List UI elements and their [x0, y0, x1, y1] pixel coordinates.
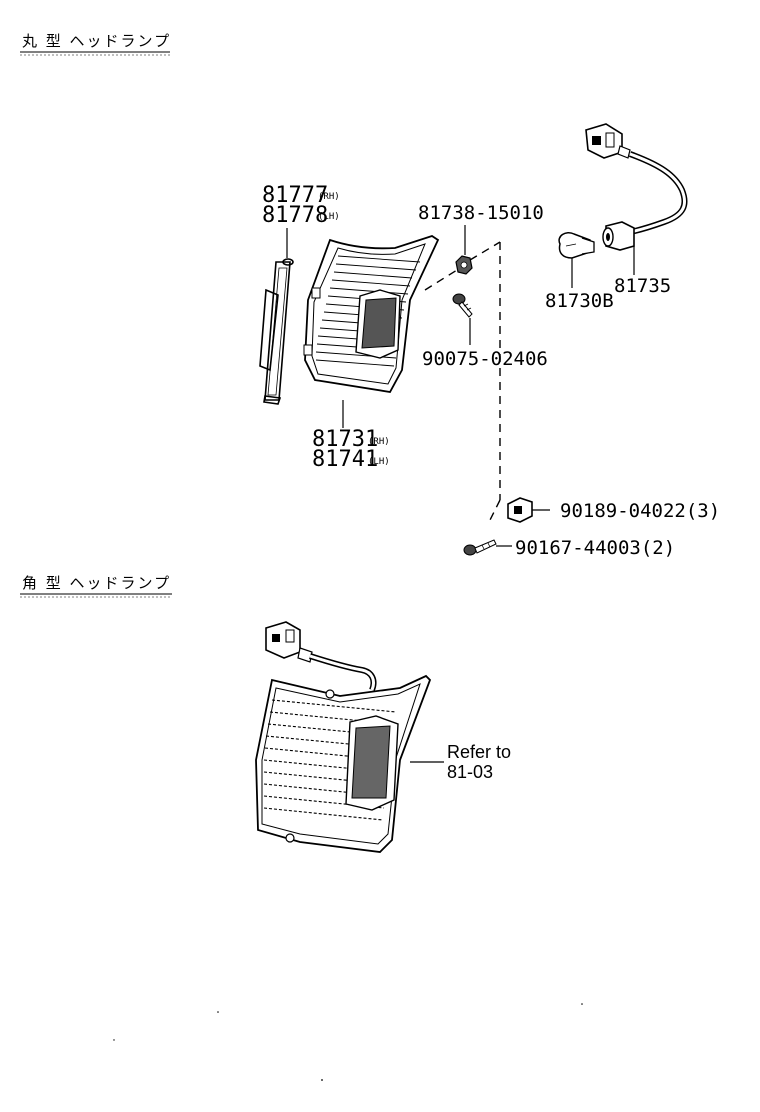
clearance-lamp-lens-drawing	[303, 235, 440, 393]
part-81735-label: 81735	[614, 275, 671, 297]
part-81730B-label: 81730B	[545, 290, 614, 312]
round-headlamp-heading: 丸 型 ヘッドランプ	[22, 32, 171, 50]
square-headlamp-heading: 角 型 ヘッドランプ	[22, 574, 171, 592]
part-81731-suffix: (RH)	[368, 437, 390, 447]
part-81741-label: 81741	[312, 447, 378, 472]
part-90075-label: 90075-02406	[422, 348, 548, 370]
gasket-drawing	[259, 258, 294, 405]
refer-to-label: Refer to	[447, 742, 511, 762]
screw-drawing	[452, 293, 473, 318]
part-81778-suffix: (LH)	[318, 212, 340, 222]
socket-wire-drawing	[585, 123, 688, 251]
part-81741-suffix: (LH)	[368, 457, 390, 467]
nut-drawing	[455, 255, 473, 275]
scan-specks	[113, 1003, 583, 1081]
tapping-screw-drawing	[463, 539, 497, 556]
part-81777-suffix: (RH)	[318, 192, 340, 202]
clip-nut-drawing	[507, 497, 533, 523]
part-90167-label: 90167-44003(2)	[515, 537, 675, 559]
square-type-lamp-assembly-drawing	[255, 621, 432, 853]
refer-section-number: 81-03	[447, 762, 493, 782]
part-81738-label: 81738-15010	[418, 202, 544, 224]
part-81731-label: 81731	[312, 427, 378, 452]
part-81778-label: 81778	[262, 203, 328, 228]
assembly-dashed-lines	[424, 241, 501, 525]
part-90189-label: 90189-04022(3)	[560, 500, 720, 522]
bulb-drawing	[558, 232, 595, 259]
part-81777-label: 81777	[262, 183, 328, 208]
